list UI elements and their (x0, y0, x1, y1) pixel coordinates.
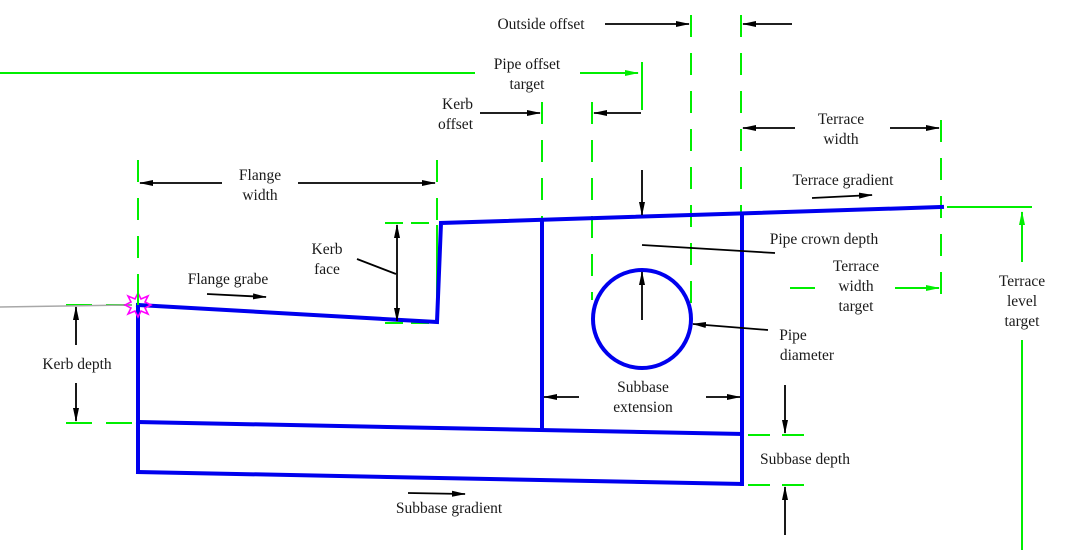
pipe-circle (591, 268, 693, 370)
label-pipe-offset-target-1: Pipe offset (494, 56, 561, 73)
pipe-crown-depth-leader (641, 244, 776, 254)
label-terrace-width-1: Terrace (818, 111, 864, 128)
label-terrace-width-target-2: width (838, 278, 874, 295)
label-terrace-gradient: Terrace gradient (793, 172, 895, 189)
label-terrace-width-target-1: Terrace (833, 258, 879, 275)
label-subbase-extension-2: extension (613, 399, 673, 416)
subbase-top (135, 419, 745, 437)
label-terrace-level-target-2: level (1007, 293, 1037, 310)
dimension-labels: Outside offset Pipe offset target Kerb o… (42, 16, 1045, 517)
label-kerb-face-2: face (314, 261, 340, 278)
label-subbase-extension-1: Subbase (617, 379, 669, 396)
insertion-point-marker (123, 290, 153, 319)
label-pipe-crown-depth: Pipe crown depth (770, 231, 879, 248)
subbase-gradient-arrow (407, 490, 466, 497)
label-kerb-depth: Kerb depth (42, 356, 112, 373)
label-terrace-level-target-3: target (1004, 313, 1040, 330)
label-flange-grabe: Flange grabe (188, 271, 269, 288)
label-terrace-width-2: width (823, 131, 859, 148)
label-pipe-diameter-1: Pipe (779, 327, 807, 344)
subbase-bottom (135, 469, 745, 487)
label-terrace-width-target-3: target (838, 298, 874, 315)
terrace-gradient-arrow (811, 192, 873, 199)
kerb-face-leader (356, 258, 397, 275)
label-pipe-offset-target-2: target (509, 76, 545, 93)
flange-kerb-terrace-surface (135, 204, 945, 325)
label-pipe-diameter-2: diameter (780, 347, 835, 364)
label-flange-width-1: Flange (239, 167, 281, 184)
baseline (0, 304, 133, 308)
label-subbase-depth: Subbase depth (760, 451, 850, 468)
flange-grabe-arrow (206, 293, 267, 300)
label-kerb-offset-1: Kerb (442, 96, 473, 113)
label-kerb-face-1: Kerb (312, 241, 343, 258)
label-terrace-level-target-1: Terrace (999, 273, 1045, 290)
subassembly-geometry (135, 204, 945, 487)
label-flange-width-2: width (242, 187, 278, 204)
pipe-diameter-leader (692, 322, 769, 331)
target-lines (0, 15, 1032, 550)
label-outside-offset: Outside offset (497, 16, 585, 33)
label-subbase-gradient: Subbase gradient (396, 500, 503, 517)
dimension-arrows (73, 21, 940, 535)
label-kerb-offset-2: offset (438, 116, 474, 133)
